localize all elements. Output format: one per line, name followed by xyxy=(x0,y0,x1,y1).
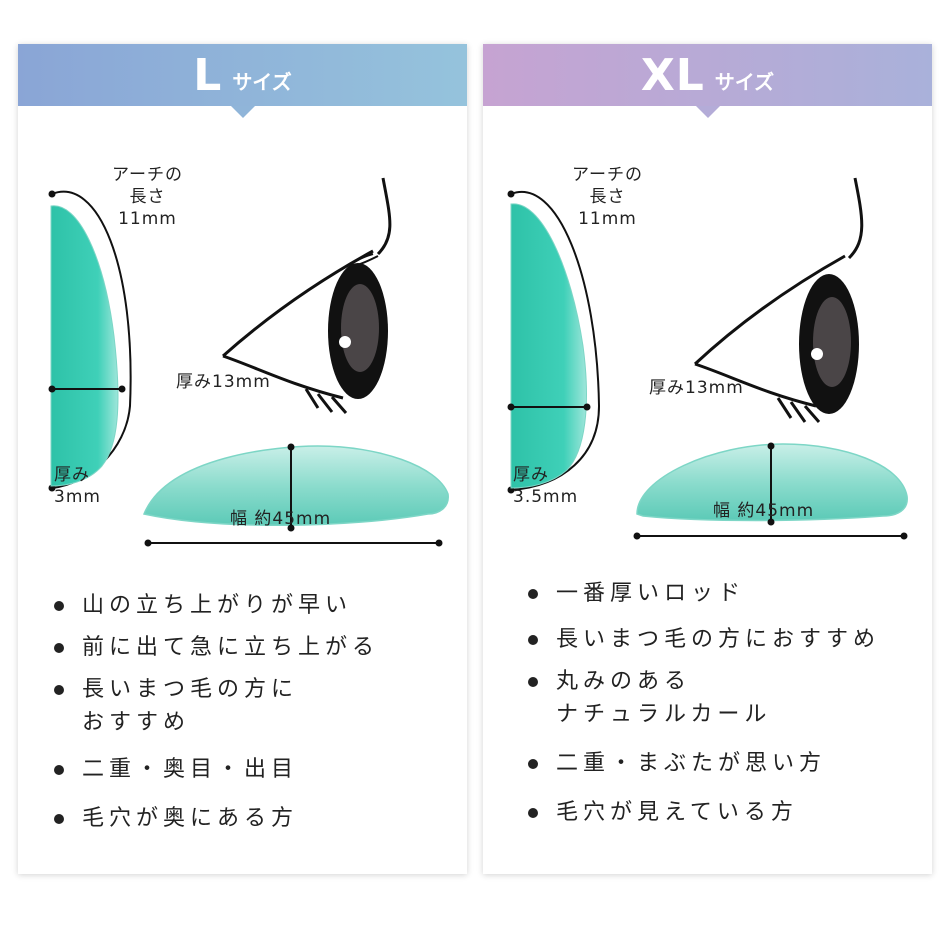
size-card-xl: XL サイズ xyxy=(483,44,932,874)
feature-item: 二重・まぶたが思い方 xyxy=(528,747,880,780)
rod-side-view xyxy=(636,443,908,522)
bullet-dot xyxy=(54,765,64,775)
rod-front-view xyxy=(510,203,587,489)
feature-item: 毛穴が見えている方 xyxy=(528,796,880,829)
header-notch xyxy=(695,106,720,118)
feature-item: 一番厚いロッド xyxy=(528,577,880,610)
bullet-dot xyxy=(54,685,64,695)
width-label: 幅 約45mm xyxy=(230,509,332,529)
eye-icon xyxy=(222,177,392,414)
rod-side-view xyxy=(142,445,449,527)
side-thickness-label: 厚み13mm xyxy=(649,378,744,398)
feature-item: 丸みのあるナチュラルカール xyxy=(528,665,880,731)
size-header: XL サイズ xyxy=(483,44,932,118)
eye-icon xyxy=(693,177,864,423)
bullet-dot xyxy=(54,814,64,824)
bullet-dot xyxy=(528,589,538,599)
feature-item: 山の立ち上がりが早い xyxy=(54,589,379,622)
size-suffix: サイズ xyxy=(714,69,775,94)
size-title: XL xyxy=(640,49,705,101)
bullet-dot xyxy=(528,808,538,818)
rod-front-view xyxy=(50,205,119,487)
feature-item: 長いまつ毛の方におすすめ xyxy=(528,623,880,656)
size-header: L サイズ xyxy=(18,44,467,118)
bullet-dot xyxy=(54,601,64,611)
arch-length-label: アーチの 長さ 11mm xyxy=(112,165,183,229)
header-notch xyxy=(230,106,255,118)
feature-item: 毛穴が奥にある方 xyxy=(54,802,379,835)
bullet-dot xyxy=(528,759,538,769)
feature-item: 長いまつ毛の方におすすめ xyxy=(54,673,379,739)
arch-length-label: アーチの 長さ 11mm xyxy=(572,165,643,229)
rod-illustration xyxy=(48,177,449,547)
size-title: L xyxy=(193,49,223,101)
size-suffix: サイズ xyxy=(232,69,292,94)
rod-illustration xyxy=(507,177,908,540)
feature-list: 山の立ち上がりが早い 前に出て急に立ち上がる 長いまつ毛の方におすすめ 二重・奥… xyxy=(54,589,379,835)
size-card-l: L サイズ xyxy=(18,44,467,874)
arch-endpoint-top xyxy=(48,190,56,198)
side-thickness-label: 厚み13mm xyxy=(176,372,271,392)
bullet-dot xyxy=(54,643,64,653)
bullet-dot xyxy=(528,635,538,645)
rod-thickness-label: 厚み 3mm xyxy=(54,465,101,507)
feature-item: 前に出て急に立ち上がる xyxy=(54,631,379,664)
feature-item: 二重・奥目・出目 xyxy=(54,753,379,786)
bullet-dot xyxy=(528,677,538,687)
feature-list: 一番厚いロッド 長いまつ毛の方におすすめ 丸みのあるナチュラルカール 二重・まぶ… xyxy=(528,577,880,829)
width-label: 幅 約45mm xyxy=(713,501,815,521)
rod-thickness-label: 厚み 3.5mm xyxy=(513,465,579,507)
